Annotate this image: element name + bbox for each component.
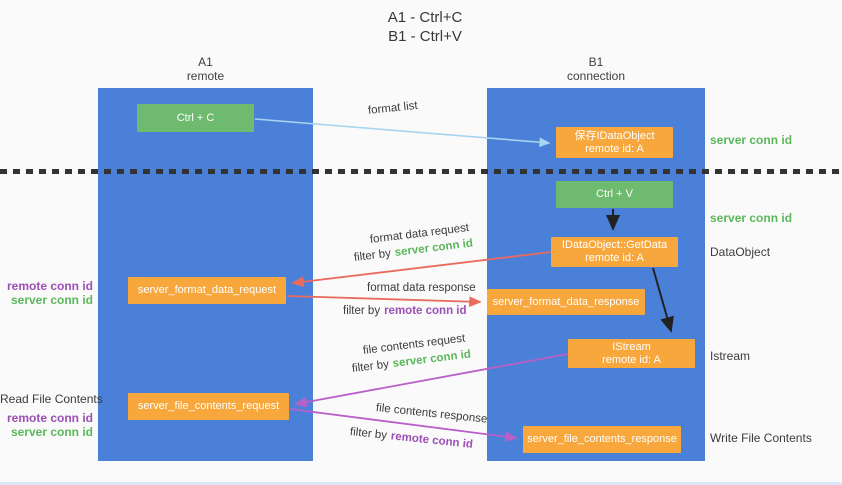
left-label-read-file-contents: Read File Contents <box>0 392 103 406</box>
right-label-istream: Istream <box>710 349 751 363</box>
diagram-title: A1 - Ctrl+C B1 - Ctrl+V <box>330 8 520 46</box>
node-ctrl-c: Ctrl + C <box>137 104 254 132</box>
label-format-list: format list <box>367 99 419 117</box>
title-line-1: A1 - Ctrl+C <box>387 9 463 26</box>
node-server-format-data-request-label: server_format_data_request <box>137 284 277 296</box>
node-save-dataobject-line2: remote id: A <box>585 142 644 155</box>
left-label-server-conn-id-1: server conn id <box>10 293 93 307</box>
right-label-dataobject: DataObject <box>710 245 771 259</box>
filter-by-text-2: filter by <box>343 305 381 317</box>
phase-separator-line <box>0 169 842 174</box>
column-b1-subtitle: connection <box>566 69 626 83</box>
node-getdata: IDataObject::GetData remote id: A <box>551 237 678 267</box>
bottom-edge-strip <box>0 482 842 485</box>
right-label-server-conn-id-top: server conn id <box>710 133 793 147</box>
remote-conn-id-text-2: remote conn id <box>390 430 474 451</box>
format-data-response-arrow <box>286 295 482 308</box>
filter-by-text-4: filter by <box>349 426 388 442</box>
node-server-file-contents-request: server_file_contents_request <box>128 393 289 420</box>
node-getdata-line2: remote id: A <box>585 252 644 264</box>
node-server-format-data-response-label: server_format_data_response <box>492 295 640 308</box>
left-label-remote-conn-id-2: remote conn id <box>6 411 93 425</box>
node-save-dataobject-line1: 保存IDataObject <box>574 129 655 142</box>
node-getdata-line1: IDataObject::GetData <box>561 239 668 251</box>
remote-conn-id-text-1: remote conn id <box>384 305 467 317</box>
node-save-dataobject: 保存IDataObject remote id: A <box>556 127 673 158</box>
column-a1-subtitle: remote <box>186 69 225 83</box>
column-b1-name: B1 <box>588 55 604 69</box>
right-label-server-conn-id-mid: server conn id <box>710 211 793 225</box>
node-server-format-data-request: server_format_data_request <box>128 277 286 304</box>
node-istream-line1: IStream <box>612 340 651 353</box>
node-server-file-contents-response-label: server_file_contents_response <box>527 433 677 445</box>
left-label-server-conn-id-2: server conn id <box>10 425 93 439</box>
node-server-format-data-response: server_format_data_response <box>487 289 645 315</box>
node-ctrl-v: Ctrl + V <box>556 181 673 208</box>
node-ctrl-v-label: Ctrl + V <box>596 188 633 200</box>
label-file-contents-response: file contents response <box>375 402 488 426</box>
node-istream-line2: remote id: A <box>602 353 661 366</box>
filter-by-text-3: filter by <box>351 358 390 375</box>
right-label-write-file-contents: Write File Contents <box>710 431 812 445</box>
label-format-data-response: format data response <box>367 282 476 294</box>
node-server-file-contents-request-label: server_file_contents_request <box>137 400 280 412</box>
column-header-b1: B1 connection <box>487 55 705 83</box>
column-header-a1: A1 remote <box>98 55 313 83</box>
node-server-file-contents-response: server_file_contents_response <box>523 426 681 453</box>
left-label-remote-conn-id-1: remote conn id <box>6 279 93 293</box>
node-istream: IStream remote id: A <box>568 339 695 368</box>
filter-by-text-1: filter by <box>353 247 392 264</box>
title-line-2: B1 - Ctrl+V <box>388 28 462 45</box>
column-a1-name: A1 <box>198 55 213 69</box>
node-ctrl-c-label: Ctrl + C <box>176 111 215 124</box>
